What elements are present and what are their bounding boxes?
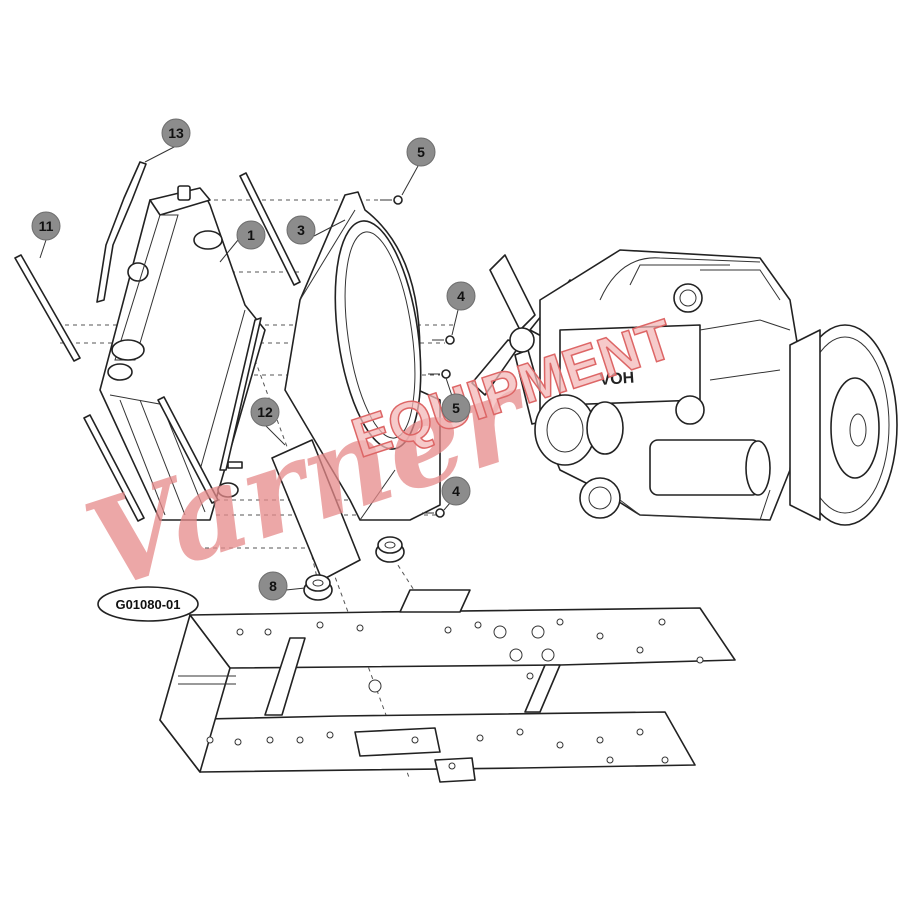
callout-13: 13	[161, 118, 191, 148]
part-1-radiator	[99, 185, 266, 521]
part-13-hose	[96, 161, 147, 303]
svg-text:4: 4	[452, 483, 460, 499]
svg-text:5: 5	[452, 400, 460, 416]
engine-assembly: VOH	[471, 249, 898, 526]
callouts: 13 11 1 3 5 4 5 4 12 8	[31, 118, 476, 601]
callout-4-upper: 4	[446, 281, 476, 311]
part-3-fan-shroud	[284, 191, 441, 521]
part-8-mounts	[303, 536, 405, 601]
bolt-5-top	[380, 195, 403, 205]
callout-4-lower: 4	[441, 476, 471, 506]
callout-11: 11	[31, 211, 61, 241]
bolt-4-upper	[432, 335, 455, 345]
svg-text:13: 13	[168, 125, 184, 141]
mount-right	[375, 536, 405, 563]
svg-text:4: 4	[457, 288, 465, 304]
chassis-frame	[159, 589, 736, 783]
callout-5-top: 5	[406, 137, 436, 167]
reference-code: G01080-01	[115, 597, 180, 612]
callout-1: 1	[236, 220, 266, 250]
seal-strips	[83, 172, 301, 522]
svg-text:8: 8	[269, 578, 277, 594]
reference-code-label: G01080-01	[97, 586, 199, 622]
svg-text:1: 1	[247, 227, 255, 243]
part-11-seal-strip	[14, 254, 81, 362]
callout-5-mid: 5	[441, 393, 471, 423]
part-12-foam-pad	[271, 439, 361, 581]
svg-text:5: 5	[417, 144, 425, 160]
svg-text:3: 3	[297, 222, 305, 238]
frame-holes	[206, 618, 704, 770]
callout-3: 3	[286, 215, 316, 245]
mount-left	[303, 574, 333, 601]
svg-text:12: 12	[257, 404, 273, 420]
engine-marking: VOH	[599, 370, 635, 389]
svg-text:11: 11	[39, 218, 54, 234]
engine-flywheel	[789, 324, 898, 526]
callout-12: 12	[250, 397, 280, 427]
bolt-4-lower	[422, 508, 445, 518]
callout-8: 8	[258, 571, 288, 601]
